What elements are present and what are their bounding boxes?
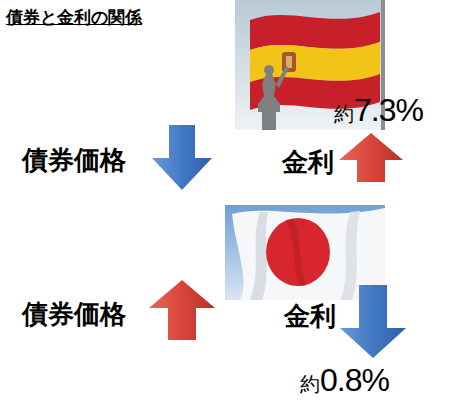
flag-sun-disc [266,218,330,286]
rate-value: 約7.3% [334,94,423,126]
statue-arm [276,66,289,88]
interest-rate-label: 金利 [282,149,334,175]
statue [258,74,280,130]
coat-of-arms-detail [286,56,292,68]
flag-fold [340,211,360,300]
flag-stripe-red [250,12,380,50]
flag-fold-shadow [286,219,306,286]
bond-price-label: 債券価格 [22,301,126,327]
bond-price-label: 債券価格 [22,147,126,173]
flag-fold [250,212,268,300]
interest-rate-label: 金利 [284,303,336,329]
coat-of-arms [282,52,296,72]
statue-head [264,65,274,75]
down-arrow [152,125,212,190]
up-arrow [149,280,215,340]
rate-value: 約0.8% [300,364,389,396]
down-arrow [340,285,406,358]
up-arrow [339,133,403,182]
diagram-title: 債券と金利の関係 [6,9,142,26]
